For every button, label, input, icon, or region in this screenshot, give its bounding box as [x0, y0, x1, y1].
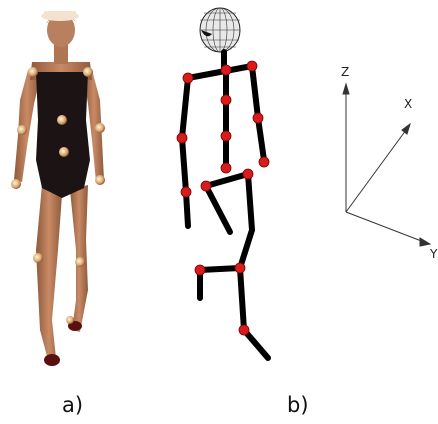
- wireframe-head: [200, 8, 240, 52]
- swimsuit: [36, 72, 90, 198]
- joint-marker: [201, 181, 211, 191]
- joint-marker: [259, 157, 269, 167]
- joint-marker: [221, 95, 231, 105]
- joint-marker: [195, 265, 205, 275]
- x-axis: [346, 130, 406, 212]
- joint-marker: [221, 131, 231, 141]
- joint-marker: [235, 263, 245, 273]
- y-axis-label: Y: [429, 247, 438, 261]
- x-axis-label: X: [404, 97, 412, 111]
- skeleton-model: [160, 0, 300, 370]
- joint-marker: [239, 325, 249, 335]
- joint-marker: [221, 163, 231, 173]
- caption-a: a): [62, 393, 83, 417]
- joint-marker: [183, 73, 193, 83]
- joint-marker: [247, 61, 257, 71]
- joint-marker: [181, 187, 191, 197]
- left-arm: [14, 70, 40, 182]
- joint-marker: [177, 133, 187, 143]
- z-axis-label: Z: [341, 65, 349, 79]
- joint-marker: [221, 65, 231, 75]
- subject-photo: [0, 0, 140, 380]
- coordinate-axes: Z X Y: [330, 50, 438, 265]
- joint-marker: [253, 113, 263, 123]
- caption-b: b): [287, 393, 309, 417]
- joint-marker: [243, 169, 253, 179]
- left-leg: [36, 185, 62, 360]
- y-axis: [346, 212, 424, 242]
